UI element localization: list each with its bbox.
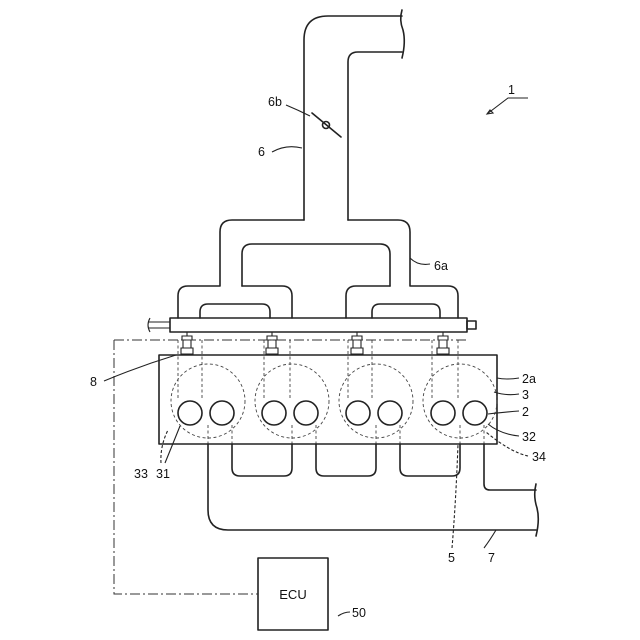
- label-intake-manifold: 6a: [434, 259, 448, 273]
- label-ecu-ref: 50: [352, 606, 366, 620]
- label-exhaust-port: 34: [532, 450, 546, 464]
- exhaust-system: [208, 444, 538, 536]
- label-figure-ref: 1: [508, 83, 515, 97]
- reference-labels: 1 6b 6 6a 8 2a 3 2 32 34 33 31 5 7 50 EC…: [90, 83, 546, 620]
- ecu-label: ECU: [279, 587, 306, 602]
- label-cylinder-bore: 2a: [522, 372, 536, 386]
- throttle-valve: [312, 113, 341, 137]
- fuel-rail: [148, 318, 476, 332]
- label-cylinder-head: 3: [522, 388, 529, 402]
- label-intake-pipe: 6: [258, 145, 265, 159]
- leader-lines: [104, 98, 528, 616]
- label-intake-port: 33: [134, 467, 148, 481]
- label-exhaust-pipe: 7: [488, 551, 495, 565]
- label-throttle: 6b: [268, 95, 282, 109]
- intake-manifold: [178, 220, 458, 318]
- label-injector: 8: [90, 375, 97, 389]
- label-cylinder: 2: [522, 405, 529, 419]
- label-exhaust-manifold: 5: [448, 551, 455, 565]
- label-intake-valve: 31: [156, 467, 170, 481]
- injectors: [181, 332, 449, 354]
- engine-block: [159, 355, 497, 444]
- label-exhaust-valve: 32: [522, 430, 536, 444]
- intake-pipe: [304, 10, 404, 220]
